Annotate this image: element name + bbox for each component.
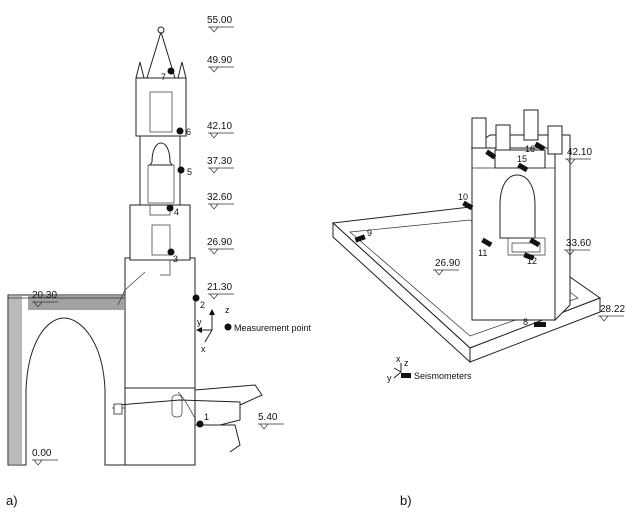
elevation-49-90: 49.90 [207, 55, 232, 66]
elevation-5-40: 5.40 [258, 412, 278, 423]
measurement-point-1 [196, 420, 204, 428]
pinnacle-left [135, 61, 145, 79]
caption-a: a) [6, 493, 18, 508]
legend-measurement-point: Measurement point [234, 323, 312, 333]
seismometer-12b [523, 252, 535, 261]
seismometer-11 [481, 237, 493, 248]
elevation-b-26-90: 26.90 [435, 258, 460, 269]
panel-b-elevations: 42.10 33.60 26.90 28.22 [433, 147, 625, 322]
battlement-3 [523, 109, 539, 141]
measurement-point-2 [192, 294, 200, 302]
sensor-label-10: 10 [458, 192, 468, 202]
sensor-label-11: 11 [478, 248, 487, 258]
sensor-label-16: 16 [525, 144, 535, 154]
measurement-point-4 [166, 204, 174, 212]
elevation-20-30: 20.30 [32, 290, 57, 301]
spire [146, 30, 176, 79]
axis-b-y: y [387, 373, 392, 383]
axis-b-x: x [396, 354, 401, 364]
panel-b-sensors: 16 15 10 9 11 12 8 [354, 141, 546, 327]
sensor-label-15: 15 [517, 154, 527, 164]
sensor-label-12: 12 [527, 256, 537, 266]
tower-upper-stage [135, 77, 187, 137]
elevation-0-00: 0.00 [32, 448, 52, 459]
point-label-4: 4 [174, 207, 179, 217]
axis-label-y: y [197, 317, 202, 327]
battlement-1 [471, 117, 487, 149]
elevation-21-30: 21.30 [207, 282, 232, 293]
elevation-b-28-22: 28.22 [600, 304, 625, 315]
measurement-point-7 [167, 67, 175, 75]
elevation-26-90: 26.90 [207, 237, 232, 248]
axis-b-z: z [404, 358, 409, 368]
vault-wall-hatch [8, 296, 22, 464]
measurement-point-5 [177, 166, 185, 174]
church-vault [7, 294, 126, 466]
point-label-6: 6 [186, 127, 191, 137]
seismometer-16 [534, 141, 546, 152]
legend-seismometers: Seismometers [414, 371, 472, 381]
point-label-1: 1 [204, 412, 209, 422]
caption-b: b) [400, 493, 412, 508]
point-label-3: 3 [173, 254, 178, 264]
point-label-2: 2 [200, 300, 205, 310]
bell-icon [149, 142, 173, 166]
elevation-42-10: 42.10 [207, 121, 232, 132]
measurement-point-6 [176, 127, 184, 135]
seismometer-9 [354, 234, 366, 243]
spire-finial [157, 26, 165, 34]
elevation-b-33-60: 33.60 [566, 238, 591, 249]
pinnacle-right [177, 61, 187, 79]
seismometer-8 [534, 322, 546, 327]
seismometer-15b [517, 162, 529, 173]
battlement-2 [495, 124, 511, 151]
panel-a-elevations: 55.00 49.90 42.10 37.30 32.60 26.90 21.3… [32, 15, 284, 466]
panel-a-drawing [7, 26, 263, 466]
seismometer-15a [485, 149, 497, 160]
measurement-point-3 [167, 248, 175, 256]
panel-a-points: 7 6 5 4 3 2 1 [161, 67, 209, 428]
seismometer-12a [529, 237, 541, 248]
legend-point-marker [224, 323, 232, 331]
elevation-37-30: 37.30 [207, 156, 232, 167]
point-label-7: 7 [161, 72, 166, 82]
sensor-label-9: 9 [367, 228, 372, 238]
panel-b-axes: x y z Seismometers [387, 354, 472, 383]
vault-roof-hatch [28, 296, 124, 310]
elevation-b-42-10: 42.10 [567, 147, 592, 158]
platform-front-left [332, 221, 471, 364]
legend-seismometer-marker [401, 373, 411, 378]
seismometer-10 [462, 200, 474, 211]
sensor-label-8: 8 [523, 317, 528, 327]
point-label-5: 5 [187, 167, 192, 177]
elevation-32-60: 32.60 [207, 192, 232, 203]
tower-shaft-lower [124, 257, 196, 466]
tower-shaft-mid [129, 204, 191, 261]
panel-b-drawing [331, 109, 602, 364]
battlement-4 [547, 125, 563, 155]
panel-a-axes: z y x Measurement point [196, 305, 312, 354]
axis-label-x: x [201, 344, 206, 354]
axis-label-z: z [225, 305, 230, 315]
elevation-55-00: 55.00 [207, 15, 232, 26]
